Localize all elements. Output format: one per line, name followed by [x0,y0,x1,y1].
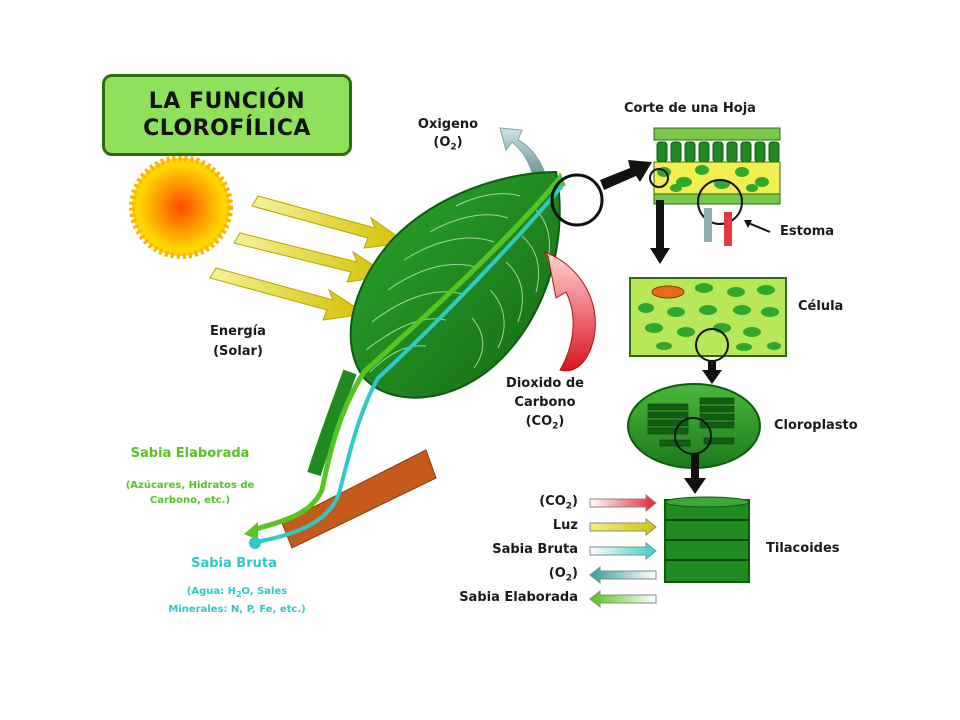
sun-ray [251,195,409,249]
root-point [249,537,261,549]
cell-label: Célula [798,299,844,314]
oxygen-word: Oxigeno [417,117,479,132]
thylakoid-stack [664,496,750,583]
title-line-1: LA FUNCIÓN [148,89,306,114]
leaf-section-title: Corte de una Hoja [624,101,756,116]
legend-arrows [589,493,657,609]
sunlight-rays [209,195,409,321]
branch [281,449,437,549]
leaf-cross-section [649,127,781,246]
chloroplast-label: Cloroplasto [774,418,858,433]
legend-label: (CO2) [539,494,578,512]
cell-illustration [629,277,787,362]
raw-sap-flow [255,184,564,544]
legend-arrow [589,493,657,513]
arrow-to-chloroplast [702,370,722,384]
legend-arrow [589,565,657,585]
elaborated-sap-desc: (Azúcares, Hidratos de Carbono, etc.) [125,480,255,506]
legend-arrow [589,541,657,561]
legend-label: Sabia Elaborada [459,590,578,605]
energy-source: (Solar) [213,344,263,359]
legend-label: Luz [552,518,578,533]
oxygen-arrow [499,127,549,183]
arrow-to-thylakoids [684,478,706,494]
thylakoids-label: Tilacoides [766,541,840,556]
legend-label: (O2) [548,566,578,584]
co2-line-2: Carbono [514,395,576,410]
co2-formula: (CO2) [525,414,565,432]
raw-sap-title: Sabia Bruta [191,556,277,571]
legend-arrow [589,589,657,609]
co2-line-1: Dioxido de [506,376,584,391]
stoma-out-arrow [704,208,712,242]
legend-arrow [589,517,657,537]
energy-word: Energía [210,324,266,339]
stoma-label: Estoma [780,224,835,239]
arrow-to-cell [650,248,670,264]
co2-arrow [543,251,596,372]
sun-icon [129,155,233,259]
elaborated-sap-title: Sabia Elaborada [130,446,250,461]
legend-label: Sabia Bruta [492,542,578,557]
raw-sap-desc: (Agua: H2O, Sales Minerales: N, P, Fe, e… [168,586,306,615]
sun-ray [209,267,368,321]
co2-label: Dioxido de Carbono (CO2) [480,374,610,437]
zoom-arrow [600,160,652,190]
stoma-magnifier [697,179,743,225]
stoma-in-arrow [724,212,732,246]
oxygen-label: Oxigeno (O2) [398,116,498,157]
leaf-magnifier [550,173,604,227]
elaborated-sap-flow [251,176,562,533]
title-line-2: CLOROFÍLICA [143,116,311,141]
chloroplast-illustration [627,383,761,469]
oxygen-formula: (O2) [433,135,463,153]
title-box: LA FUNCIÓN CLOROFÍLICA [102,74,352,156]
energy-label: Energía (Solar) [188,322,288,362]
